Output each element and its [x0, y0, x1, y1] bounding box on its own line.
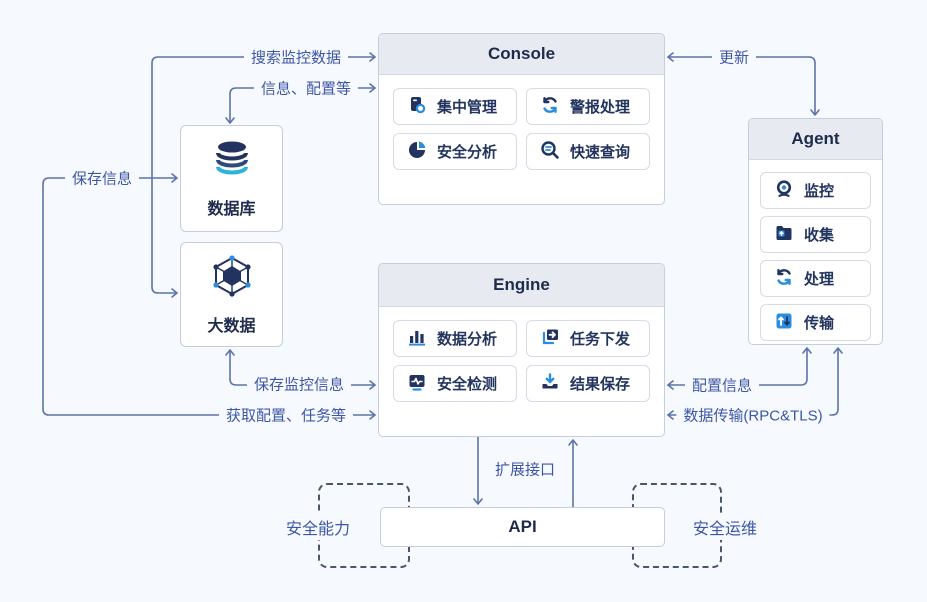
- sync-arrows-icon: [540, 95, 560, 119]
- edge-label-save-info: 保存信息: [64, 166, 140, 190]
- console-features: 集中管理 警报处理: [379, 75, 664, 183]
- agent-features: 监控 收集: [749, 160, 882, 353]
- agent-node: Agent 监控: [748, 118, 883, 345]
- feature-label: 监控: [804, 183, 835, 200]
- edge-label-data-transfer: 数据传输(RPC&TLS): [676, 403, 830, 427]
- bigdata-node: 大数据: [180, 242, 283, 347]
- database-label: 数据库: [207, 200, 256, 218]
- api-node: API: [380, 507, 665, 547]
- edge-label-get-config-tasks: 获取配置、任务等: [218, 403, 354, 427]
- pie-chart-icon: [407, 140, 427, 164]
- database-icon: [209, 139, 255, 186]
- feature-label: 安全分析: [437, 144, 498, 161]
- console-node: Console 集中管理: [378, 33, 665, 205]
- device-gear-icon: [407, 95, 427, 119]
- webcam-icon: [774, 179, 794, 203]
- search-list-icon: [540, 140, 560, 164]
- feature-chip: 安全检测: [393, 365, 517, 402]
- feature-chip: 任务下发: [526, 320, 650, 357]
- feature-label: 结果保存: [570, 376, 631, 393]
- feature-label: 任务下发: [570, 331, 631, 348]
- feature-chip: 警报处理: [526, 88, 650, 125]
- feature-chip: 处理: [760, 260, 871, 297]
- feature-label: 数据分析: [437, 331, 498, 348]
- bigdata-label: 大数据: [207, 317, 256, 335]
- feature-label: 收集: [804, 227, 835, 244]
- zone-label-security-capability: 安全能力: [280, 514, 356, 540]
- edge-label-extension-interface: 扩展接口: [487, 457, 563, 481]
- engine-features: 数据分析 任务下发: [379, 307, 664, 415]
- edge-label-info-config: 信息、配置等: [253, 76, 359, 100]
- edge-label-update: 更新: [711, 45, 757, 69]
- feature-chip: 监控: [760, 172, 871, 209]
- feature-chip: 收集: [760, 216, 871, 253]
- engine-node: Engine 数据分析: [378, 263, 665, 437]
- edge-label-save-monitor-info: 保存监控信息: [246, 372, 352, 396]
- monitor-pulse-icon: [407, 372, 427, 396]
- feature-chip: 传输: [760, 304, 871, 341]
- feature-label: 处理: [804, 271, 835, 288]
- feature-label: 传输: [804, 315, 835, 332]
- feature-label: 快速查询: [570, 144, 631, 161]
- database-node: 数据库: [180, 125, 283, 232]
- console-title: Console: [379, 34, 664, 75]
- bar-chart-icon: [407, 327, 427, 351]
- feature-label: 警报处理: [570, 99, 631, 116]
- feature-chip: 结果保存: [526, 365, 650, 402]
- api-label: API: [508, 517, 537, 536]
- feature-label: 集中管理: [437, 99, 498, 116]
- engine-title: Engine: [379, 264, 664, 307]
- agent-title: Agent: [749, 119, 882, 160]
- edge-label-search-monitor-data: 搜索监控数据: [243, 45, 349, 69]
- sync-arrows-icon: [774, 267, 794, 291]
- feature-chip: 数据分析: [393, 320, 517, 357]
- feature-chip: 集中管理: [393, 88, 517, 125]
- edge-label-config-info: 配置信息: [684, 373, 760, 397]
- task-dispatch-icon: [540, 327, 560, 351]
- zone-label-security-operations: 安全运维: [687, 514, 763, 540]
- save-tray-icon: [540, 372, 560, 396]
- feature-chip: 快速查询: [526, 133, 650, 170]
- transfer-icon: [774, 311, 794, 335]
- feature-chip: 安全分析: [393, 133, 517, 170]
- feature-label: 安全检测: [437, 376, 498, 393]
- collect-folder-icon: [774, 223, 794, 247]
- bigdata-network-icon: [209, 254, 255, 303]
